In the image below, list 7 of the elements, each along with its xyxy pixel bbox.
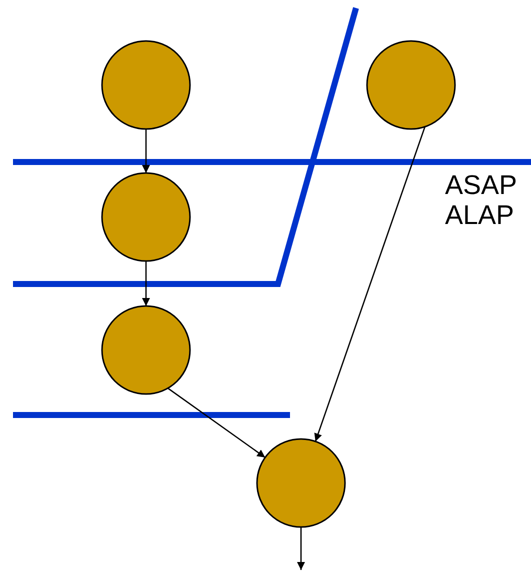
arrow [297,527,305,570]
arrow [314,126,426,442]
arrow [142,129,150,173]
schedule-label: ASAP [445,172,518,199]
arrow [167,388,266,458]
arrow [142,261,150,306]
schedule-label: ALAP [445,202,514,229]
